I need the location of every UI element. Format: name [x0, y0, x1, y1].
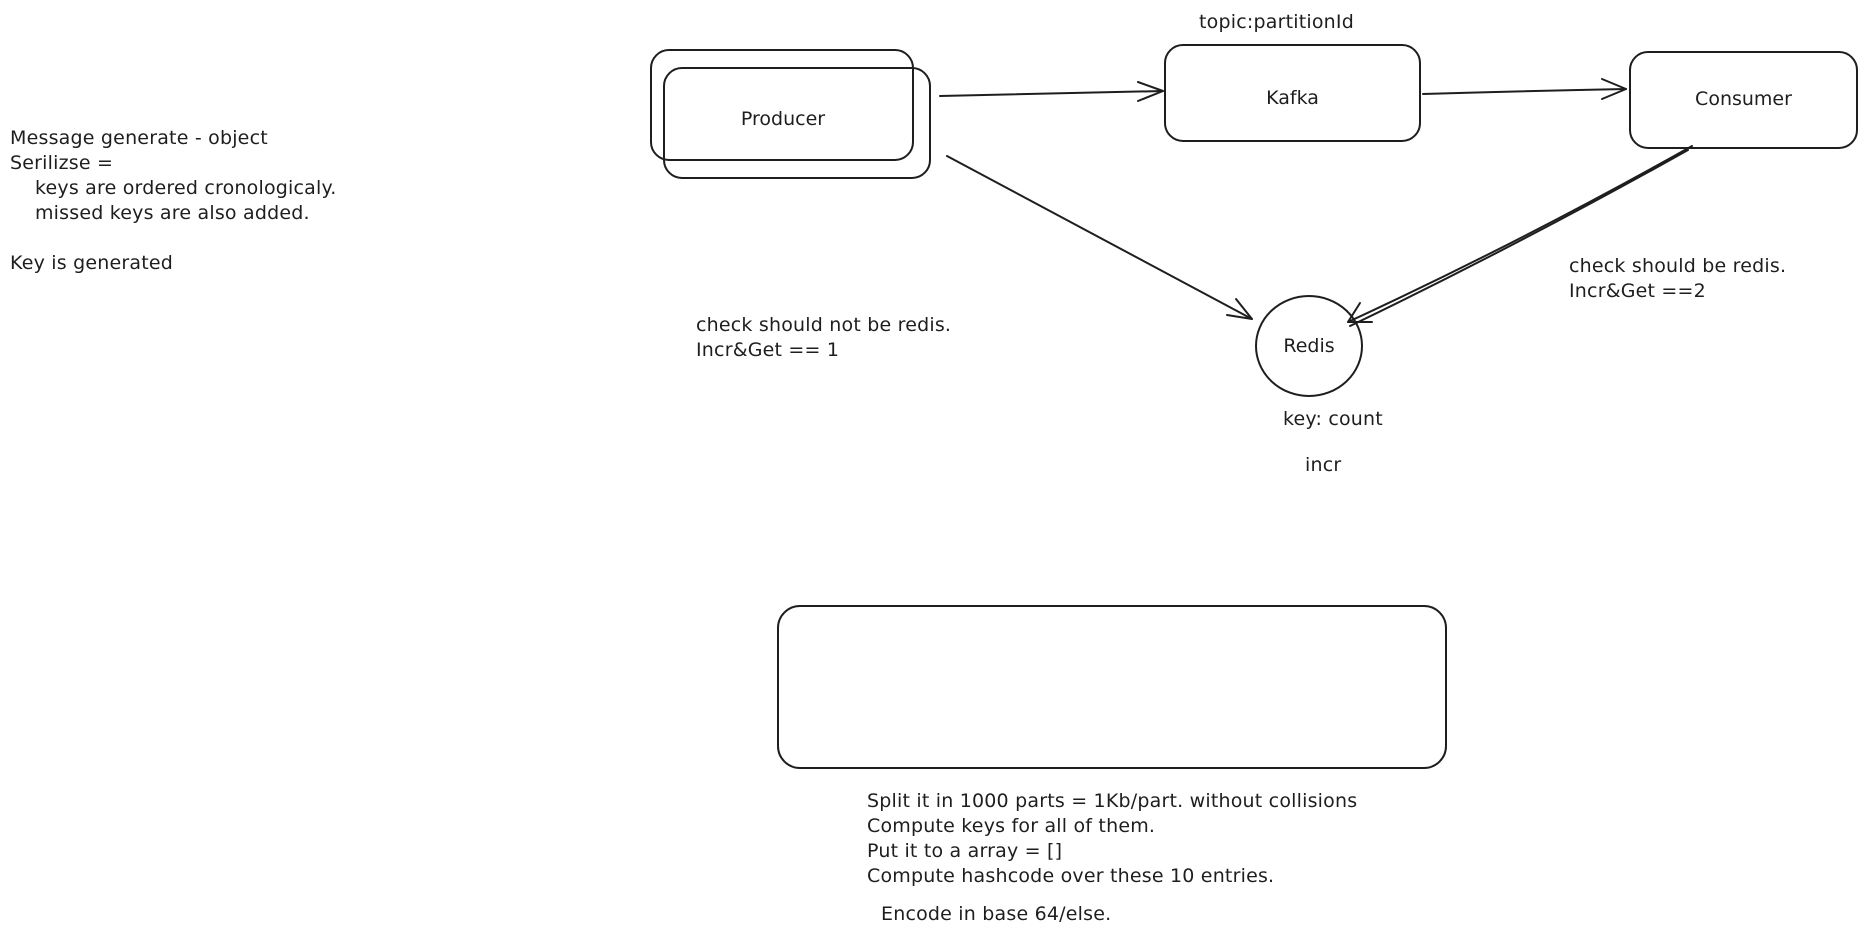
producer-box-shadow [663, 67, 931, 179]
topic-label: topic:partitionId [1199, 11, 1354, 33]
consumer-check-line: Incr&Get ==2 [1569, 280, 1706, 302]
arrow-consumer-to-redis [1347, 145, 1693, 327]
kafka-box[interactable] [1164, 44, 1421, 142]
consumer-box[interactable] [1629, 51, 1858, 149]
split-note: Split it in 1000 parts = 1Kb/part. witho… [867, 789, 1357, 889]
redis-label: Redis [1283, 335, 1335, 357]
producer-check-note: check should not be redis. Incr&Get == 1 [696, 313, 951, 363]
message-note: Message generate - object Serilizse = ke… [10, 126, 336, 276]
message-note-line: missed keys are also added. [10, 202, 310, 224]
split-note-line: Put it to a array = [] [867, 840, 1063, 862]
consumer-check-line: check should be redis. [1569, 255, 1787, 277]
message-note-line: keys are ordered cronologicaly. [10, 177, 337, 199]
producer-check-line: Incr&Get == 1 [696, 339, 840, 361]
message-note-line: Key is generated [10, 252, 174, 274]
split-note-line: Split it in 1000 parts = 1Kb/part. witho… [867, 790, 1358, 812]
message-note-line: Serilizse = [10, 152, 114, 174]
arrow-kafka-to-consumer [1422, 78, 1627, 100]
redis-key-label: key: count [1283, 408, 1383, 430]
consumer-label: Consumer [1695, 88, 1792, 110]
producer-box[interactable] [650, 49, 914, 161]
arrow-producer-to-kafka [939, 81, 1164, 102]
redis-circle[interactable] [1255, 295, 1363, 397]
empty-box[interactable] [777, 605, 1447, 769]
split-note-line: Compute keys for all of them. [867, 815, 1156, 837]
redis-incr-label: incr [1305, 454, 1342, 476]
consumer-check-note: check should be redis. Incr&Get ==2 [1569, 254, 1786, 304]
split-note-line: Compute hashcode over these 10 entries. [867, 865, 1275, 887]
arrow-producer-to-redis [946, 155, 1253, 320]
producer-label: Producer [740, 108, 826, 130]
producer-check-line: check should not be redis. [696, 314, 952, 336]
kafka-label: Kafka [1266, 87, 1319, 109]
message-note-line [10, 226, 336, 251]
encode-note: Encode in base 64/else. [881, 903, 1112, 925]
message-note-line: Message generate - object [10, 127, 268, 149]
